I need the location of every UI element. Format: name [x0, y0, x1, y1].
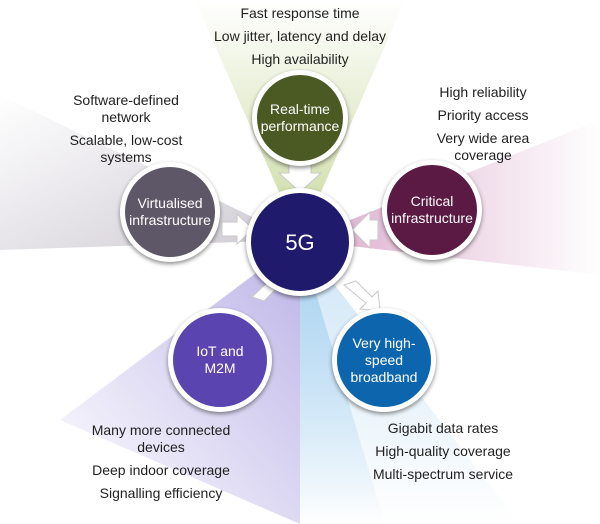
feature-text: Software-defined network — [73, 92, 179, 125]
features-iot: Many more connected devices Deep indoor … — [86, 422, 236, 502]
node-label: Virtualised infrastructure — [129, 195, 211, 228]
feature-text: Scalable, low-cost systems — [69, 132, 183, 165]
arrow-right-icon — [221, 212, 254, 246]
node-realtime[interactable]: Real-time performance — [252, 70, 348, 166]
node-virtual[interactable]: Virtualised infrastructure — [120, 162, 220, 262]
node-broadband[interactable]: Very high-speed broadband — [332, 308, 436, 412]
feature-text: Many more connected devices — [91, 422, 231, 455]
arrow-left-icon — [351, 210, 379, 250]
feature-text: Gigabit data rates — [387, 420, 499, 436]
feature-text: High availability — [251, 51, 349, 67]
center-5g[interactable]: 5G — [246, 188, 354, 296]
features-virtual: Software-defined network Scalable, low-c… — [58, 92, 194, 166]
node-label: IoT and M2M — [196, 343, 244, 376]
node-label: Real-time performance — [260, 101, 340, 134]
feature-text: Very wide area coverage — [436, 130, 530, 163]
center-label: 5G — [285, 229, 315, 255]
node-iot[interactable]: IoT and M2M — [168, 308, 272, 412]
feature-text: Priority access — [437, 107, 529, 123]
node-label: Very high-speed broadband — [350, 334, 418, 385]
features-broadband: Gigabit data rates High-quality coverage… — [368, 420, 518, 483]
features-critical: High reliability Priority access Very wi… — [418, 84, 548, 164]
feature-text: High-quality coverage — [375, 443, 511, 459]
feature-text: High reliability — [439, 84, 527, 100]
feature-text: Multi-spectrum service — [372, 466, 514, 482]
node-critical[interactable]: Critical infrastructure — [382, 160, 482, 260]
node-label: Critical infrastructure — [391, 193, 473, 226]
arrow-up-left-icon — [342, 280, 381, 312]
feature-text: Fast response time — [240, 5, 360, 21]
feature-text: Low jitter, latency and delay — [214, 28, 386, 44]
feature-text: Deep indoor coverage — [92, 462, 230, 478]
features-realtime: Fast response time Low jitter, latency a… — [200, 5, 400, 68]
feature-text: Signalling efficiency — [99, 485, 223, 501]
